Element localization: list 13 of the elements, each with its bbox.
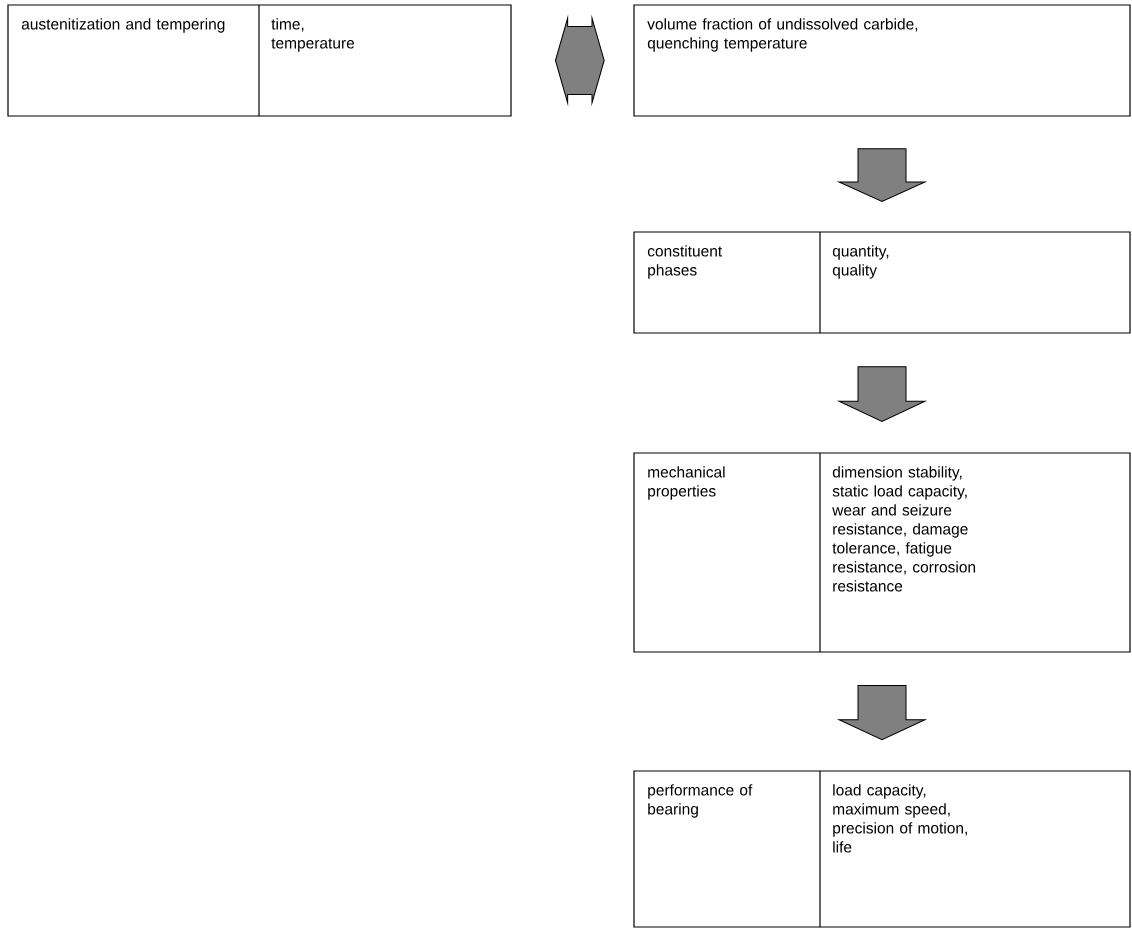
- cell-text: constituent phases: [647, 245, 723, 279]
- block-arrow: [838, 366, 926, 422]
- cell-text: austenitization and tempering: [21, 18, 225, 33]
- cell-text: dimension stability, static load capacity, wear and seizure resistance, damage tolerance, fatigue resistance, corrosion resistance: [832, 466, 976, 592]
- block-arrow: [838, 148, 926, 203]
- cell-text: volume fraction of undissolved carbide, quenching temperature: [647, 18, 918, 52]
- cell-text: mechanical properties: [648, 466, 725, 500]
- cell-text: performance of bearing: [648, 784, 753, 818]
- cell-text: load capacity, maximum speed, precision of motion, life: [833, 784, 967, 853]
- cell-text: quantity, quality: [832, 245, 889, 279]
- block-arrow: [838, 685, 926, 741]
- block-arrow: [554, 17, 605, 104]
- cell-text: time, temperature: [271, 18, 355, 52]
